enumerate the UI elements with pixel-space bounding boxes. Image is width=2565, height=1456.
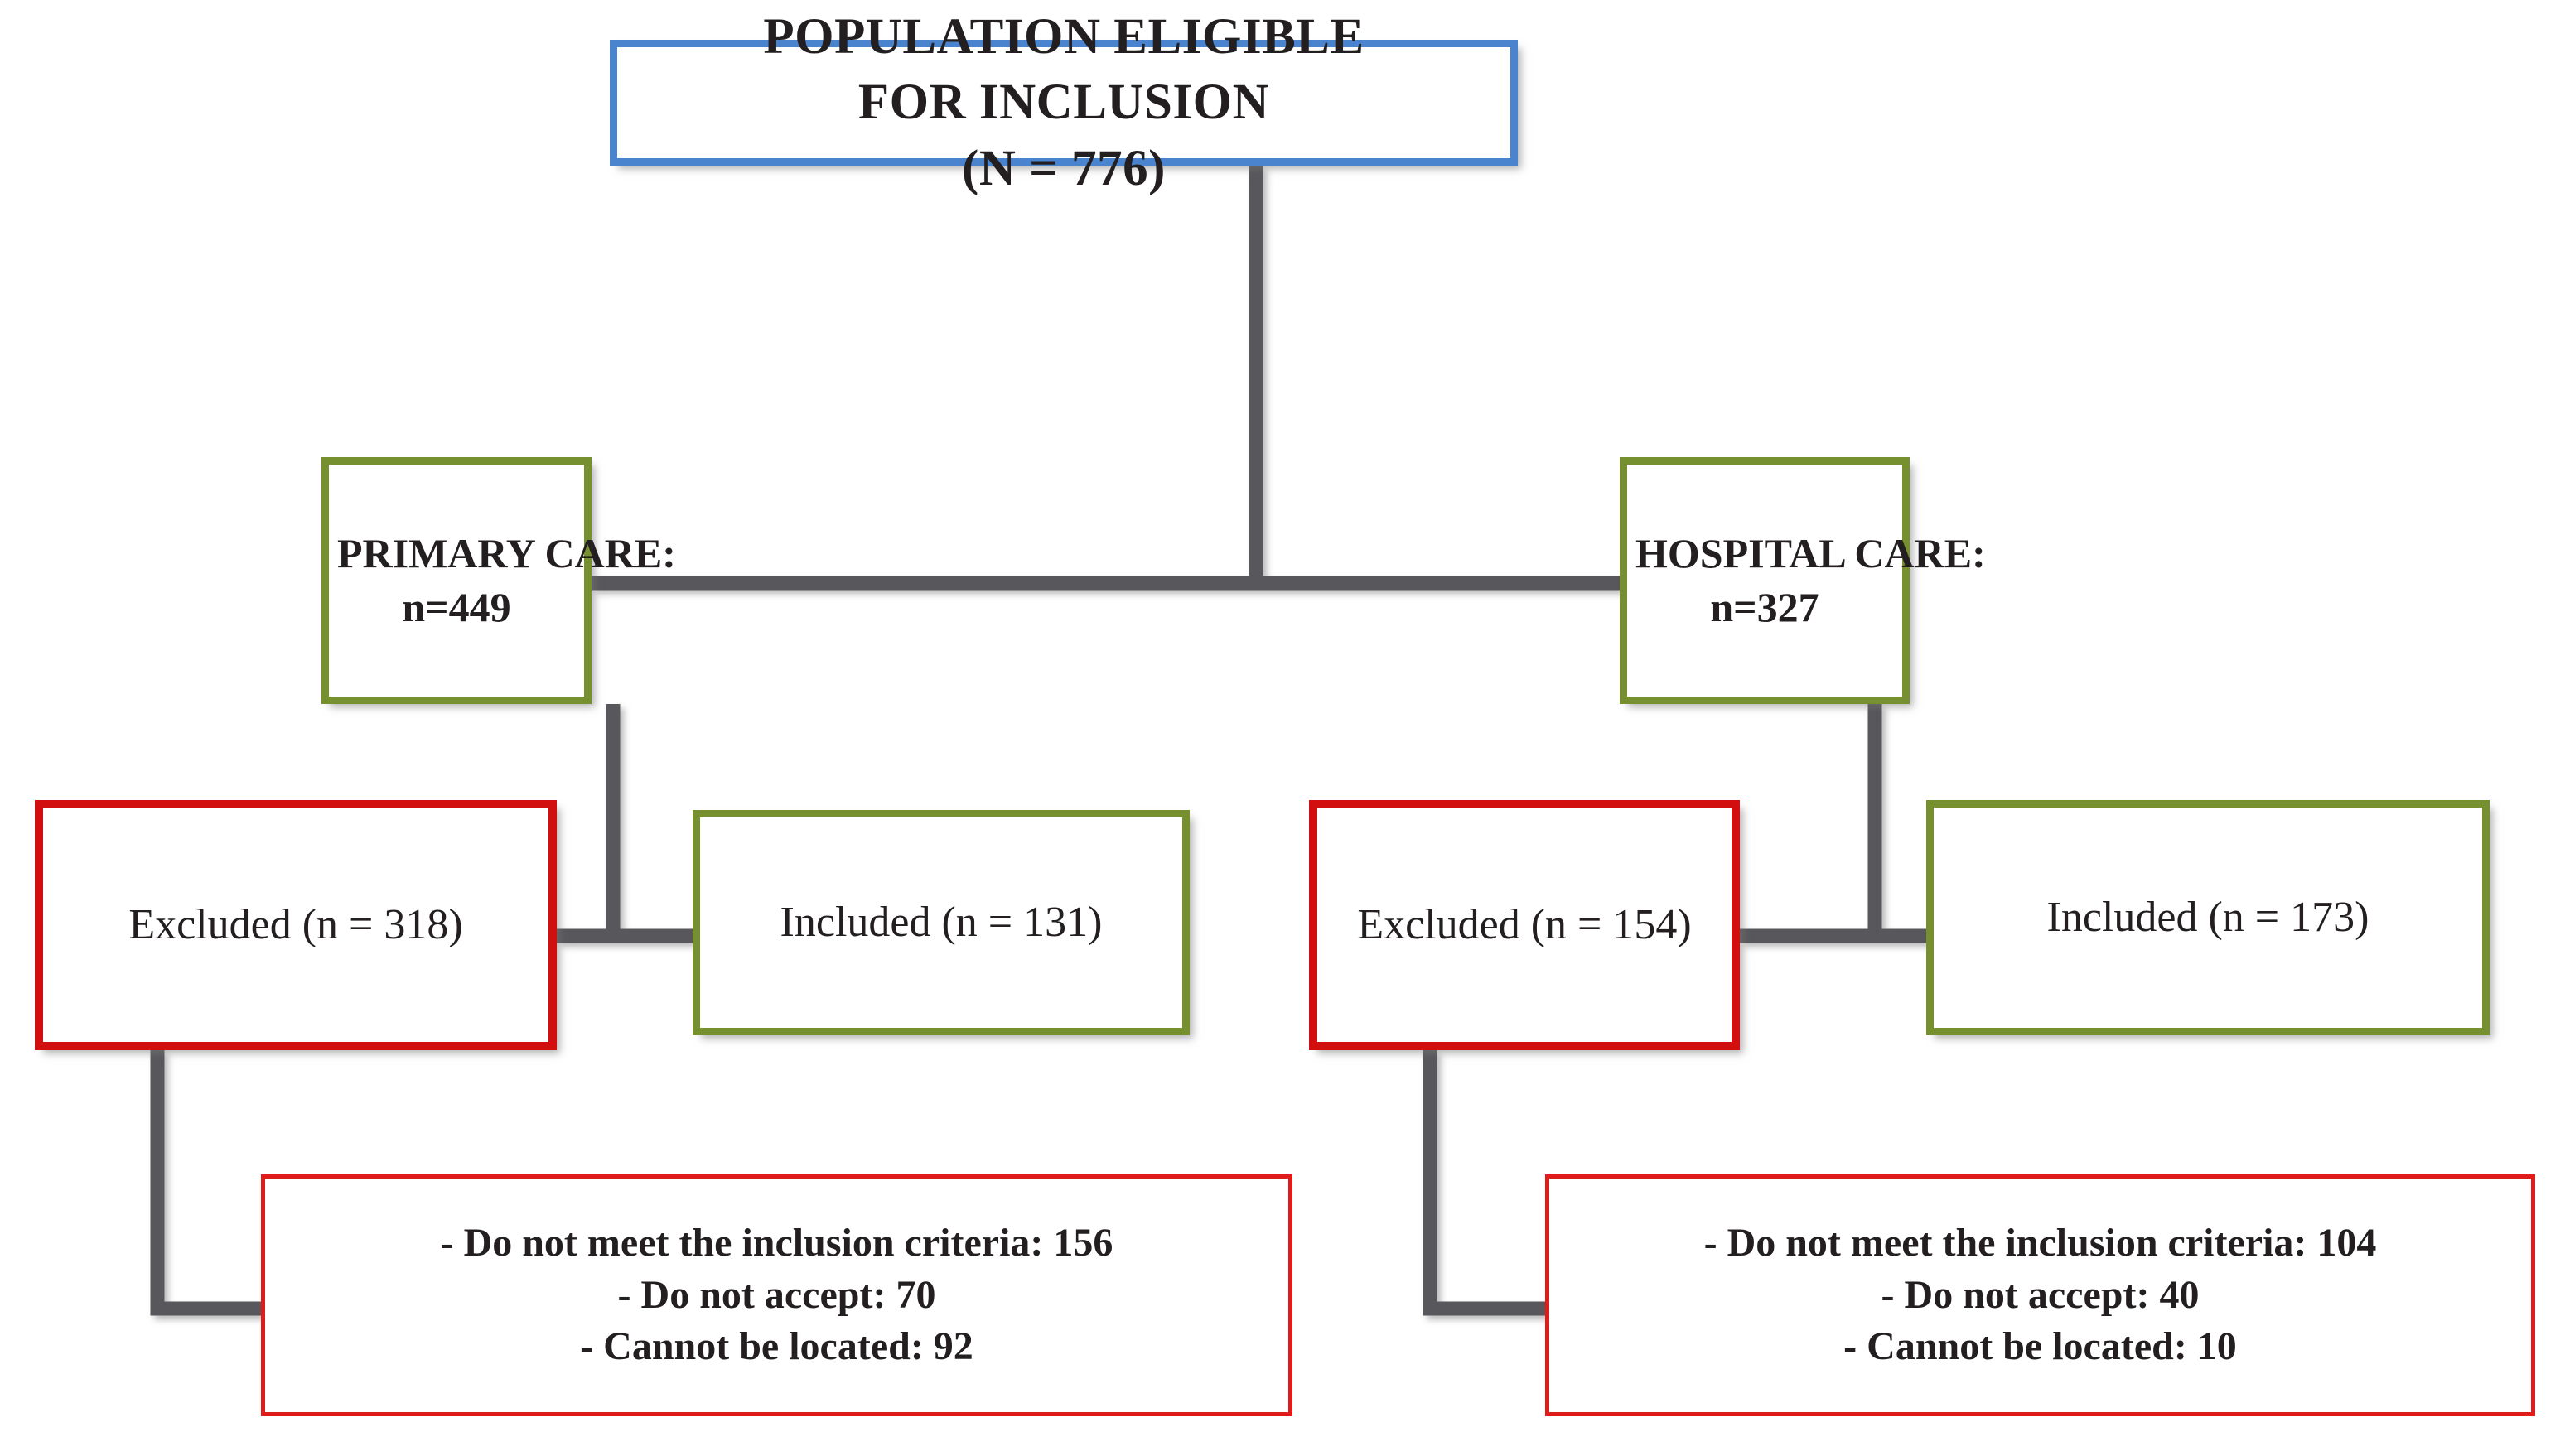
- population-line-2: FOR INCLUSION: [857, 75, 1270, 131]
- node-population-eligible-text: POPULATION ELIGIBLE FOR INCLUSION (N = 7…: [617, 4, 1510, 201]
- node-excluded-hospital-text: Excluded (n = 154): [1317, 897, 1732, 953]
- node-exclusion-reasons-hospital[interactable]: - Do not meet the inclusion criteria: 10…: [1545, 1174, 2535, 1416]
- node-primary-care-text: PRIMARY CARE: n=449: [329, 527, 676, 634]
- node-excluded-hospital[interactable]: Excluded (n = 154): [1309, 800, 1740, 1050]
- reasons-primary-line-2: - Do not accept: 70: [617, 1272, 936, 1317]
- reasons-primary-line-1: - Do not meet the inclusion criteria: 15…: [440, 1221, 1113, 1266]
- reasons-hospital-line-3: - Cannot be located: 10: [1843, 1324, 2237, 1369]
- node-excluded-primary[interactable]: Excluded (n = 318): [35, 800, 557, 1050]
- reasons-primary-line-3: - Cannot be located: 92: [580, 1324, 973, 1369]
- node-hospital-care-text: HOSPITAL CARE: n=327: [1627, 527, 1986, 634]
- node-included-primary[interactable]: Included (n = 131): [693, 810, 1190, 1035]
- node-primary-care[interactable]: PRIMARY CARE: n=449: [321, 457, 676, 704]
- node-population-eligible[interactable]: POPULATION ELIGIBLE FOR INCLUSION (N = 7…: [610, 9, 1518, 196]
- node-exclusion-reasons-primary-text: - Do not meet the inclusion criteria: 15…: [265, 1217, 1288, 1372]
- node-excluded-primary-text: Excluded (n = 318): [43, 897, 548, 953]
- connector-excluded-hospital-to-reasons: [1423, 1050, 1545, 1316]
- node-included-hospital[interactable]: Included (n = 173): [1926, 800, 2490, 1035]
- included-hospital-label: Included (n = 173): [2046, 894, 2369, 942]
- primary-care-label: PRIMARY CARE:: [337, 530, 676, 576]
- connector-excluded-primary-to-reasons: [150, 1050, 261, 1316]
- included-primary-label: Included (n = 131): [780, 899, 1103, 947]
- reasons-hospital-line-1: - Do not meet the inclusion criteria: 10…: [1703, 1221, 2377, 1266]
- node-included-hospital-text: Included (n = 173): [1934, 890, 2482, 946]
- reasons-hospital-line-2: - Do not accept: 40: [1881, 1272, 2200, 1317]
- node-hospital-care[interactable]: HOSPITAL CARE: n=327: [1620, 457, 1986, 704]
- population-line-1: POPULATION ELIGIBLE: [763, 9, 1365, 65]
- hospital-care-label: HOSPITAL CARE:: [1635, 530, 1986, 576]
- hospital-care-count: n=327: [1710, 584, 1819, 630]
- excluded-hospital-label: Excluded (n = 154): [1357, 901, 1692, 949]
- population-line-3: (N = 776): [962, 140, 1166, 196]
- node-exclusion-reasons-hospital-text: - Do not meet the inclusion criteria: 10…: [1549, 1217, 2531, 1372]
- node-exclusion-reasons-primary[interactable]: - Do not meet the inclusion criteria: 15…: [261, 1174, 1292, 1416]
- node-included-primary-text: Included (n = 131): [700, 894, 1182, 951]
- primary-care-count: n=449: [402, 584, 511, 630]
- excluded-primary-label: Excluded (n = 318): [128, 901, 463, 949]
